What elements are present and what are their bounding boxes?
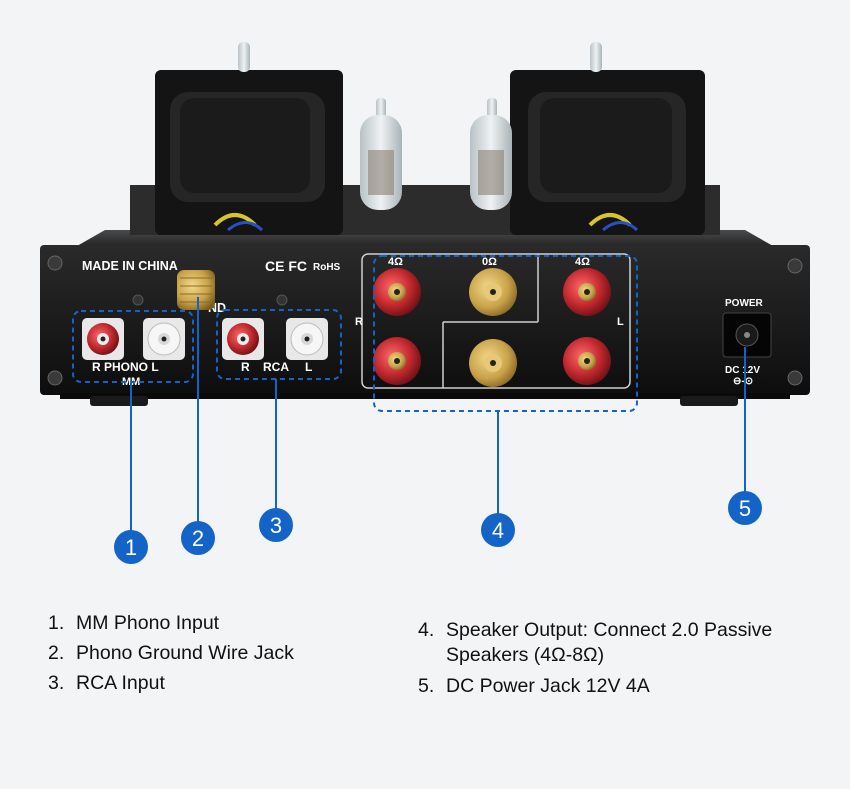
- rca-label: RCA: [263, 360, 289, 374]
- rca-right-jack[interactable]: [222, 318, 264, 360]
- screw-icon: [787, 258, 803, 274]
- chassis-foot: [680, 396, 738, 406]
- highlight-phono: [72, 310, 194, 383]
- legend-right: 4. Speaker Output: Connect 2.0 Passive S…: [418, 618, 818, 699]
- legend-number: 4.: [418, 619, 435, 641]
- speaker-terminal-frame: [361, 253, 631, 389]
- marker-3-number: 3: [270, 513, 282, 538]
- marker-4-number: 4: [492, 518, 504, 543]
- marker-3: 3: [259, 508, 293, 542]
- phono-label: R PHONO L: [92, 360, 159, 374]
- legend-item: 3. RCA Input: [48, 668, 378, 698]
- rca-left-jack[interactable]: [286, 318, 328, 360]
- legend-text: RCA Input: [76, 672, 165, 694]
- legend-number: 2.: [48, 642, 65, 664]
- dc-polarity-icon: ⊖-⊙: [733, 376, 753, 387]
- legend-item: 5. DC Power Jack 12V 4A: [418, 674, 818, 699]
- ohm-mid-label: 0Ω: [482, 256, 497, 268]
- chassis-bottom-lip: [60, 393, 790, 399]
- legend-number: 5.: [418, 675, 435, 697]
- screw-icon: [132, 294, 144, 306]
- legend-left: 1. MM Phono Input 2. Phono Ground Wire J…: [48, 608, 378, 698]
- power-label: POWER: [725, 298, 764, 309]
- highlight-speaker: [373, 255, 638, 412]
- rca-l-label: L: [305, 360, 312, 374]
- left-transformer: [155, 70, 343, 235]
- ground-post[interactable]: [177, 270, 215, 310]
- marker-2: 2: [181, 521, 215, 555]
- legend-number: 3.: [48, 672, 65, 694]
- highlight-rca: [216, 309, 342, 380]
- speaker-l-label: L: [617, 316, 624, 328]
- legend-item: 1. MM Phono Input: [48, 608, 378, 638]
- speaker-post-com-top[interactable]: [469, 268, 517, 316]
- ohm-right-label: 4Ω: [575, 256, 590, 268]
- chassis-foot: [90, 396, 148, 406]
- marker-4: 4: [481, 513, 515, 547]
- certification-label: CE FC: [265, 258, 307, 274]
- speaker-r-label: R: [355, 316, 363, 328]
- phono-right-jack[interactable]: [82, 318, 124, 360]
- rca-r-label: R: [241, 360, 250, 374]
- legend-item: 2. Phono Ground Wire Jack: [48, 638, 378, 668]
- rear-tube-right-tip: [590, 42, 602, 72]
- legend-item: 4. Speaker Output: Connect 2.0 Passive S…: [418, 618, 818, 668]
- right-transformer: [510, 70, 705, 235]
- legend-number: 1.: [48, 612, 65, 634]
- legend-text: Speaker Output: Connect 2.0 Passive Spea…: [446, 619, 773, 666]
- marker-5: 5: [728, 491, 762, 525]
- made-in-china-label: MADE IN CHINA: [82, 259, 178, 273]
- ohm-left-label: 4Ω: [388, 256, 403, 268]
- speaker-post-com-bottom[interactable]: [469, 339, 517, 387]
- rear-tube-left-tip: [238, 42, 250, 72]
- marker-1-number: 1: [125, 535, 137, 560]
- dc-label: DC 12V: [725, 365, 760, 376]
- speaker-post-r-4ohm[interactable]: [373, 268, 421, 316]
- legend-text: DC Power Jack 12V 4A: [446, 675, 650, 697]
- speaker-post-l-4ohm[interactable]: [563, 268, 611, 316]
- speaker-post-r-bottom[interactable]: [373, 337, 421, 385]
- tube-left: [360, 98, 402, 210]
- phono-left-jack[interactable]: [143, 318, 185, 360]
- screw-icon: [47, 370, 63, 386]
- rohs-label: RoHS: [313, 262, 341, 273]
- tube-right: [470, 98, 512, 210]
- speaker-post-l-bottom[interactable]: [563, 337, 611, 385]
- screw-icon: [47, 255, 63, 271]
- legend-text: MM Phono Input: [76, 612, 220, 634]
- screw-icon: [787, 370, 803, 386]
- marker-5-number: 5: [739, 496, 751, 521]
- dc-power-jack[interactable]: [722, 312, 772, 358]
- screw-icon: [276, 294, 288, 306]
- marker-2-number: 2: [192, 526, 204, 551]
- legend-text: Phono Ground Wire Jack: [76, 642, 294, 664]
- marker-1: 1: [114, 530, 148, 564]
